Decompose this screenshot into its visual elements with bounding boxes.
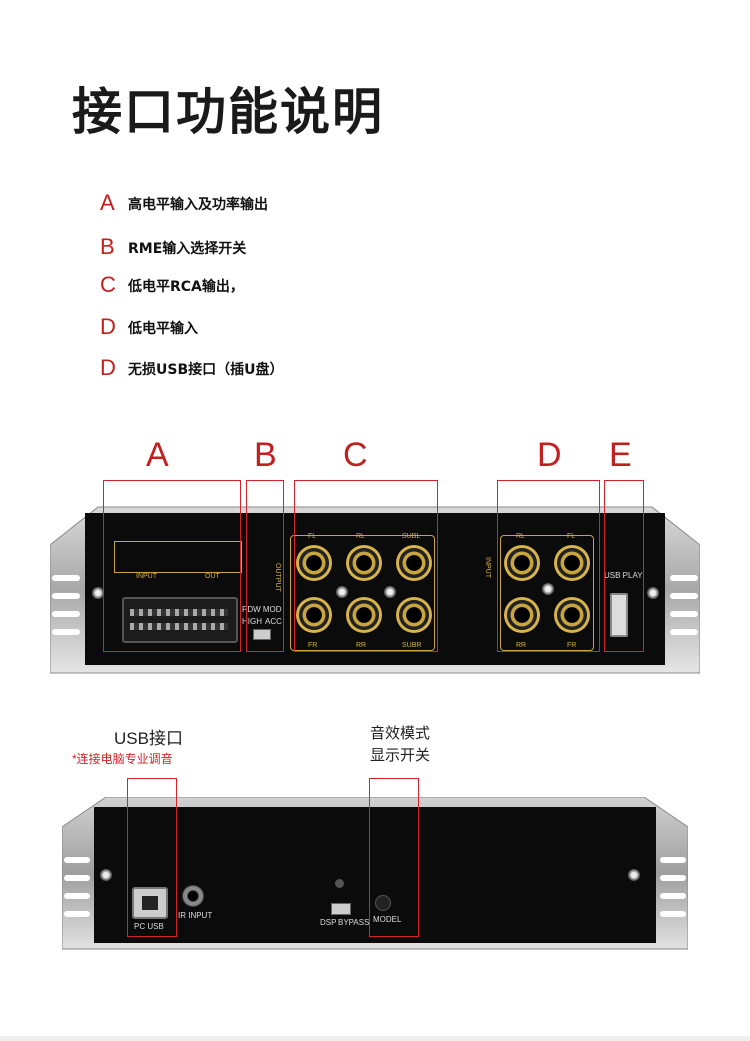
- jack-label-rl-in: RL: [516, 533, 525, 540]
- rca-jack-rr-in[interactable]: [504, 597, 540, 633]
- jack-label-fl-in: FL: [567, 533, 576, 540]
- highlight-box-usb: [127, 778, 177, 937]
- rca-jack-rl-out[interactable]: [346, 545, 382, 581]
- connector-pins: [130, 623, 228, 630]
- ir-input-jack[interactable]: [182, 885, 204, 907]
- usb-annotation-subtitle: *连接电脑专业调音: [72, 752, 173, 766]
- jack-label-fr-in: FR: [567, 642, 577, 649]
- section-label-b: B: [254, 436, 277, 474]
- usb-play-label: USB PLAY: [604, 571, 643, 580]
- switch-label: PDW MOD: [242, 605, 282, 614]
- screw-icon: [542, 583, 554, 595]
- input-side-label: INPUT: [484, 557, 491, 578]
- screw-icon: [628, 869, 640, 881]
- mode-annotation-line2: 显示开关: [370, 747, 431, 764]
- section-label-e: E: [609, 436, 632, 474]
- screw-icon: [336, 586, 348, 598]
- rca-jack-fl-in[interactable]: [554, 545, 590, 581]
- bottom-divider: [0, 1036, 750, 1041]
- legend-letter: B: [100, 234, 115, 259]
- highlight-box-e: [604, 480, 644, 652]
- usb-play-port[interactable]: [610, 593, 628, 637]
- jack-label-fl: FL: [308, 533, 317, 540]
- section-label-a: A: [146, 436, 169, 474]
- rca-jack-fr-in[interactable]: [554, 597, 590, 633]
- terminal-label-grid: [114, 541, 242, 573]
- rca-input-frame: [500, 535, 594, 651]
- usb-annotation-title: USB接口: [114, 729, 183, 748]
- screw-icon: [100, 869, 112, 881]
- legend-letter: C: [100, 272, 116, 297]
- rca-jack-fl-out[interactable]: [296, 545, 332, 581]
- mode-annotation-line1: 音效模式: [370, 725, 431, 742]
- page-title: 接口功能说明: [72, 83, 384, 141]
- section-label-c: C: [343, 436, 368, 474]
- bypass-label: BYPASS: [338, 918, 370, 927]
- dsp-label: DSP: [320, 918, 337, 927]
- rme-select-switch[interactable]: [253, 629, 271, 640]
- screw-icon: [384, 586, 396, 598]
- switch-acc-label: ACC: [265, 617, 282, 626]
- jack-label-rr-in: RR: [516, 642, 527, 649]
- rca-jack-rr-out[interactable]: [346, 597, 382, 633]
- jack-label-fr: FR: [308, 642, 318, 649]
- switch-high-label: HIGH: [242, 617, 262, 626]
- connector-pins: [130, 609, 228, 616]
- legend-text: 低电平输入: [128, 321, 198, 337]
- model-label: MODEL: [373, 915, 402, 924]
- status-led: [335, 879, 344, 888]
- legend-text: RME输入选择开关: [128, 241, 247, 257]
- highlight-box-a: [103, 480, 241, 652]
- jack-label-subr: SUBR: [402, 642, 422, 649]
- jack-label-subl: SUBL: [402, 533, 421, 540]
- ir-input-label: IR INPUT: [178, 911, 213, 920]
- legend-text: 低电平RCA输出，: [128, 279, 244, 295]
- pc-usb-port[interactable]: [132, 887, 168, 919]
- rca-output-frame: [290, 535, 435, 651]
- model-button[interactable]: [375, 895, 391, 911]
- section-label-d: D: [537, 436, 562, 474]
- highlight-box-d: [497, 480, 600, 652]
- dsp-bypass-switch[interactable]: [331, 903, 351, 915]
- legend-text: 无损USB接口（插U盘）: [128, 362, 284, 378]
- screw-icon: [647, 587, 659, 599]
- highlight-box-b: [246, 480, 284, 652]
- pc-usb-label: PC USB: [134, 922, 164, 931]
- amplifier-top-panel: INPUT OUT PDW MOD HIGH ACC OUTPUT FL RL …: [50, 505, 700, 675]
- legend-text: 高电平输入及功率输出: [128, 197, 268, 213]
- rca-jack-subr-out[interactable]: [396, 597, 432, 633]
- jack-label-rr: RR: [356, 642, 367, 649]
- legend-letter: D: [100, 314, 116, 339]
- amplifier-bottom-body: [62, 797, 688, 950]
- terminal-out-label: OUT: [205, 573, 220, 580]
- highlight-box-c: [294, 480, 438, 652]
- legend-letter: A: [100, 190, 115, 215]
- jack-label-rl: RL: [356, 533, 365, 540]
- highlight-box-model: [369, 778, 419, 937]
- screw-icon: [92, 587, 104, 599]
- amplifier-bottom-panel: PC USB IR INPUT DSP BYPASS MODEL: [62, 797, 688, 951]
- rca-jack-rl-in[interactable]: [504, 545, 540, 581]
- legend-letter: D: [100, 355, 116, 380]
- usb-b-socket-icon: [142, 896, 158, 910]
- rca-jack-fr-out[interactable]: [296, 597, 332, 633]
- output-side-label: OUTPUT: [274, 563, 281, 592]
- rca-jack-subl-out[interactable]: [396, 545, 432, 581]
- power-connector: [122, 597, 238, 643]
- terminal-input-label: INPUT: [136, 573, 157, 580]
